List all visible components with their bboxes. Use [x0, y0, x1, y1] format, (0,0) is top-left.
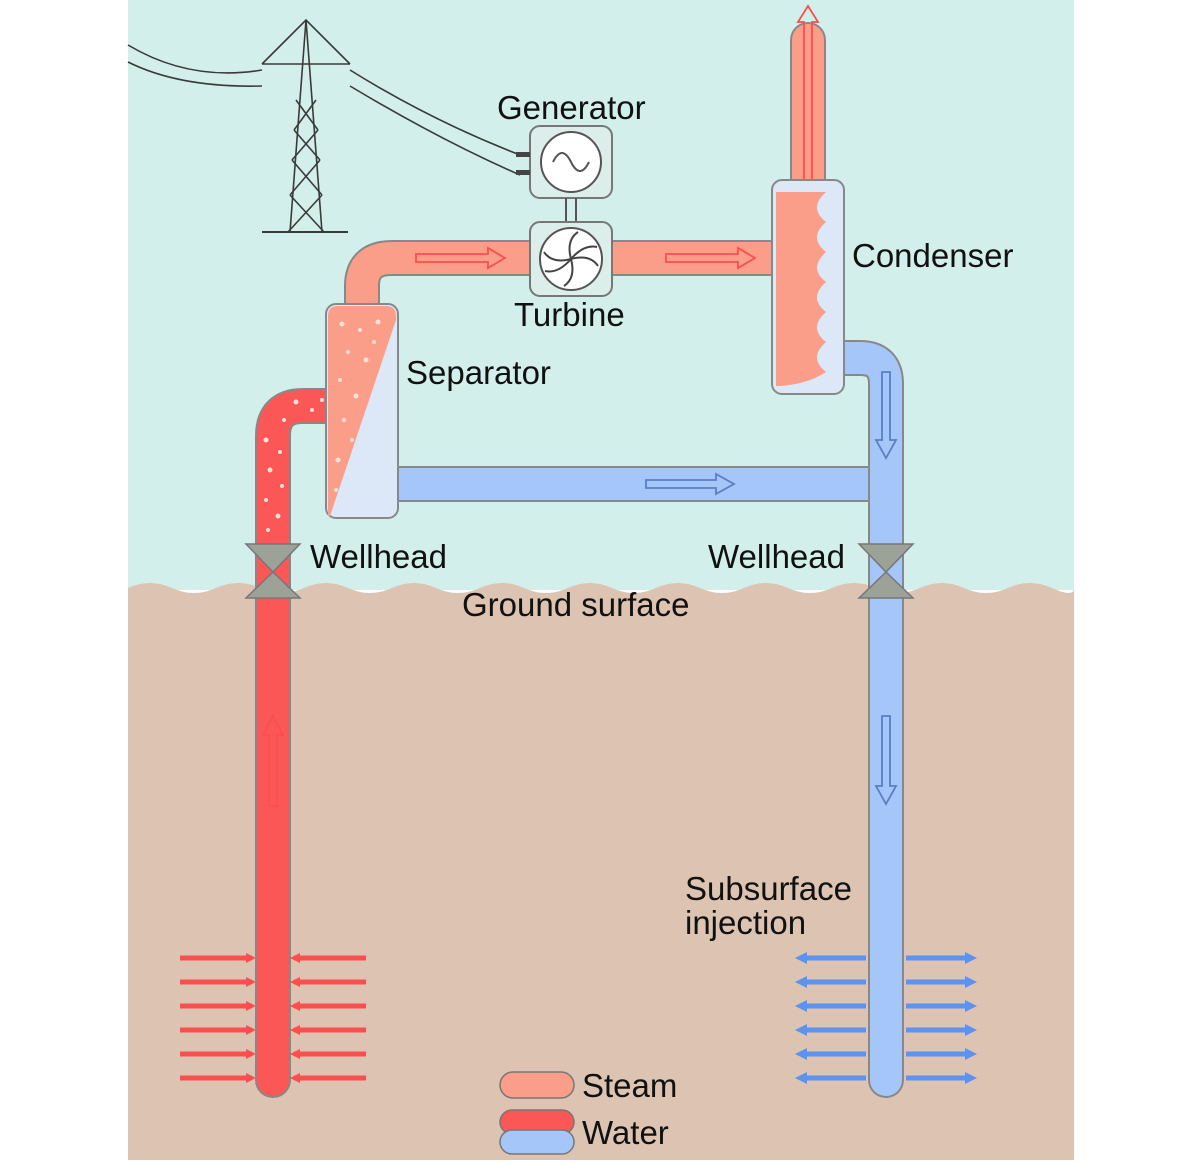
legend-cool-water-swatch: [499, 1129, 575, 1155]
legend-steam-label: Steam: [582, 1067, 677, 1104]
subsurface-injection-label-line1: Subsurface: [685, 870, 852, 907]
turbine-label: Turbine: [514, 296, 625, 333]
hot-water-pipe: [255, 388, 358, 1098]
transmission-tower: [127, 18, 521, 233]
steam-pipe-to-turbine: [344, 240, 540, 318]
wellhead-left-label: Wellhead: [310, 538, 447, 575]
wellhead-valve-left: [244, 543, 302, 599]
ground-surface-label: Ground surface: [462, 586, 689, 623]
turbine: [529, 221, 613, 297]
ground: [128, 583, 1074, 1160]
generator: [516, 125, 613, 199]
condenser-label: Condenser: [852, 237, 1013, 274]
separator-vessel: [325, 303, 399, 519]
steam-bubbles: [263, 398, 324, 532]
legend-steam-swatch: [499, 1071, 575, 1099]
generator-label: Generator: [497, 89, 646, 126]
wellhead-valve-right: [857, 543, 915, 599]
injection-pipe: [822, 340, 904, 1098]
legend: Steam Water: [499, 1067, 677, 1155]
condenser-vessel: [771, 179, 845, 395]
shaft: [565, 198, 577, 222]
flow-arrows: [261, 4, 898, 807]
subsurface-injection-label-line2: injection: [685, 904, 806, 941]
production-inflow-arrows: [180, 953, 366, 1083]
wellhead-right-label: Wellhead: [708, 538, 845, 575]
legend-water-label: Water: [582, 1114, 669, 1151]
separator-label: Separator: [406, 354, 551, 391]
injection-outflow-arrows: [795, 952, 977, 1084]
